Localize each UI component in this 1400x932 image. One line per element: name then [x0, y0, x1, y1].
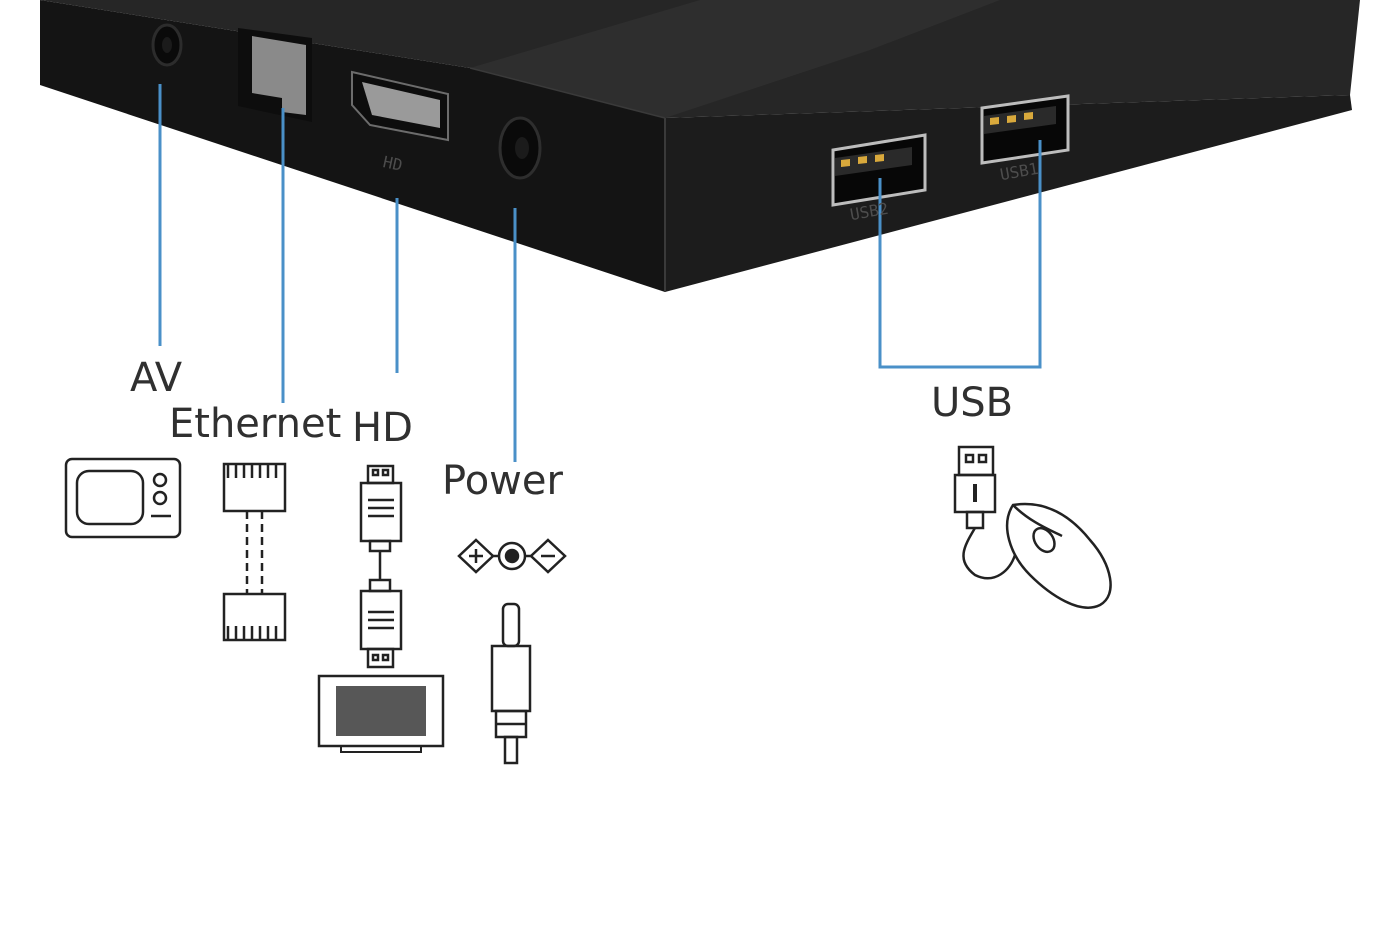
- av-label: AV: [130, 355, 183, 401]
- tv-box-top-facet: [470, 0, 1000, 118]
- tv-box: [40, 0, 1360, 292]
- ethernet-cable-icon: [222, 462, 287, 642]
- tv-box-left-face: [40, 0, 665, 292]
- hd-port-marking: HD: [381, 152, 405, 175]
- mouse-icon: [1005, 502, 1112, 609]
- tv-icon: [64, 457, 182, 539]
- av-port: [151, 23, 183, 67]
- power-label: Power: [442, 458, 563, 504]
- monitor-icon: [317, 674, 445, 753]
- hdmi-cable-icon: [359, 464, 403, 669]
- usb-label: USB: [931, 380, 1014, 426]
- power-port: [498, 116, 542, 180]
- usb-port-2: [831, 133, 927, 207]
- usb-leader-line: [878, 140, 1042, 369]
- tv-box-front-face: [665, 95, 1352, 292]
- leader-lines: [158, 84, 1042, 462]
- hd-label: HD: [352, 405, 413, 451]
- usb-plug-icon: [953, 445, 1017, 580]
- ethernet-port: [238, 28, 312, 122]
- hdmi-port: [351, 70, 449, 142]
- polarity-icon: [457, 538, 567, 574]
- usb-port-1: [980, 94, 1070, 165]
- dc-plug-icon: [490, 602, 532, 765]
- ethernet-label: Ethernet: [169, 401, 342, 447]
